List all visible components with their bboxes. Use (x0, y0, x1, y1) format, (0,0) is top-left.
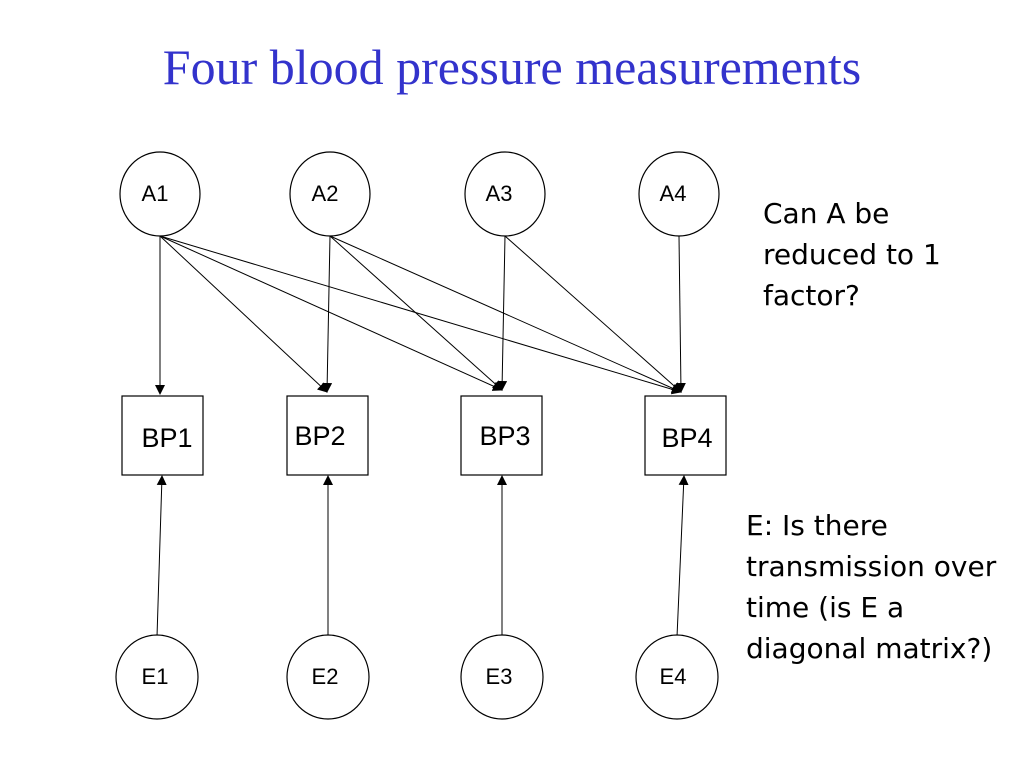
a-question-line-1: Can A be (763, 197, 890, 230)
node-e2: E2 (286, 634, 370, 720)
arrow-e1-bp1 (156, 475, 167, 638)
box-bp4-label: BP4 (661, 423, 712, 453)
arrow-a1-bp3 (159, 235, 503, 391)
node-e1-label: E1 (142, 664, 169, 689)
box-bp2: BP2 (286, 395, 369, 476)
box-bp3: BP3 (460, 395, 543, 476)
e-question-line-1: E: Is there (746, 509, 888, 542)
arrow-a3-bp4 (504, 235, 682, 393)
a-to-bp-arrows (155, 235, 686, 395)
node-a1-label: A1 (142, 181, 169, 206)
e-nodes: E1 E2 E3 E4 (115, 634, 719, 720)
node-e4: E4 (635, 634, 719, 720)
node-a1: A1 (119, 151, 201, 237)
box-bp2-label: BP2 (294, 421, 345, 451)
node-a3: A3 (464, 151, 546, 237)
bp-boxes: BP1 BP2 BP3 BP4 (121, 395, 727, 476)
e-question-line-4: diagonal matrix?) (746, 632, 993, 665)
arrow-a3-bp3 (497, 235, 508, 391)
arrow-a2-bp2 (322, 235, 333, 393)
arrow-a2-bp4 (329, 235, 682, 393)
a-factor-question: Can A be reduced to 1 factor? (763, 193, 1013, 316)
node-a2: A2 (289, 151, 371, 237)
e-to-bp-arrows (156, 475, 689, 638)
node-e4-label: E4 (660, 664, 687, 689)
node-a2-label: A2 (312, 181, 339, 206)
box-bp3-label: BP3 (479, 421, 530, 451)
arrow-a1-bp4 (159, 235, 682, 395)
slide-title: Four blood pressure measurements (162, 39, 862, 95)
e-question-line-2: transmission over (746, 550, 997, 583)
a-nodes: A1 A2 A3 A4 (119, 151, 720, 237)
e-diagonal-question: E: Is there transmission over time (is E… (746, 505, 1021, 669)
arrow-a2-bp3 (329, 235, 503, 391)
arrow-a1-bp2 (159, 235, 328, 393)
node-a3-label: A3 (486, 181, 513, 206)
node-e2-label: E2 (312, 664, 339, 689)
box-bp4: BP4 (644, 395, 727, 476)
a-question-line-3: factor? (763, 279, 860, 312)
box-bp1: BP1 (121, 395, 204, 476)
arrow-e4-bp4 (676, 475, 689, 638)
arrow-a4-bp4 (675, 235, 686, 393)
e-question-line-3: time (is E a (746, 591, 905, 624)
box-bp1-label: BP1 (141, 423, 192, 453)
node-e3-label: E3 (486, 664, 513, 689)
node-a4: A4 (638, 151, 720, 237)
node-e1: E1 (115, 634, 199, 720)
a-question-line-2: reduced to 1 (763, 238, 941, 271)
node-a4-label: A4 (660, 181, 687, 206)
node-e3: E3 (460, 634, 544, 720)
